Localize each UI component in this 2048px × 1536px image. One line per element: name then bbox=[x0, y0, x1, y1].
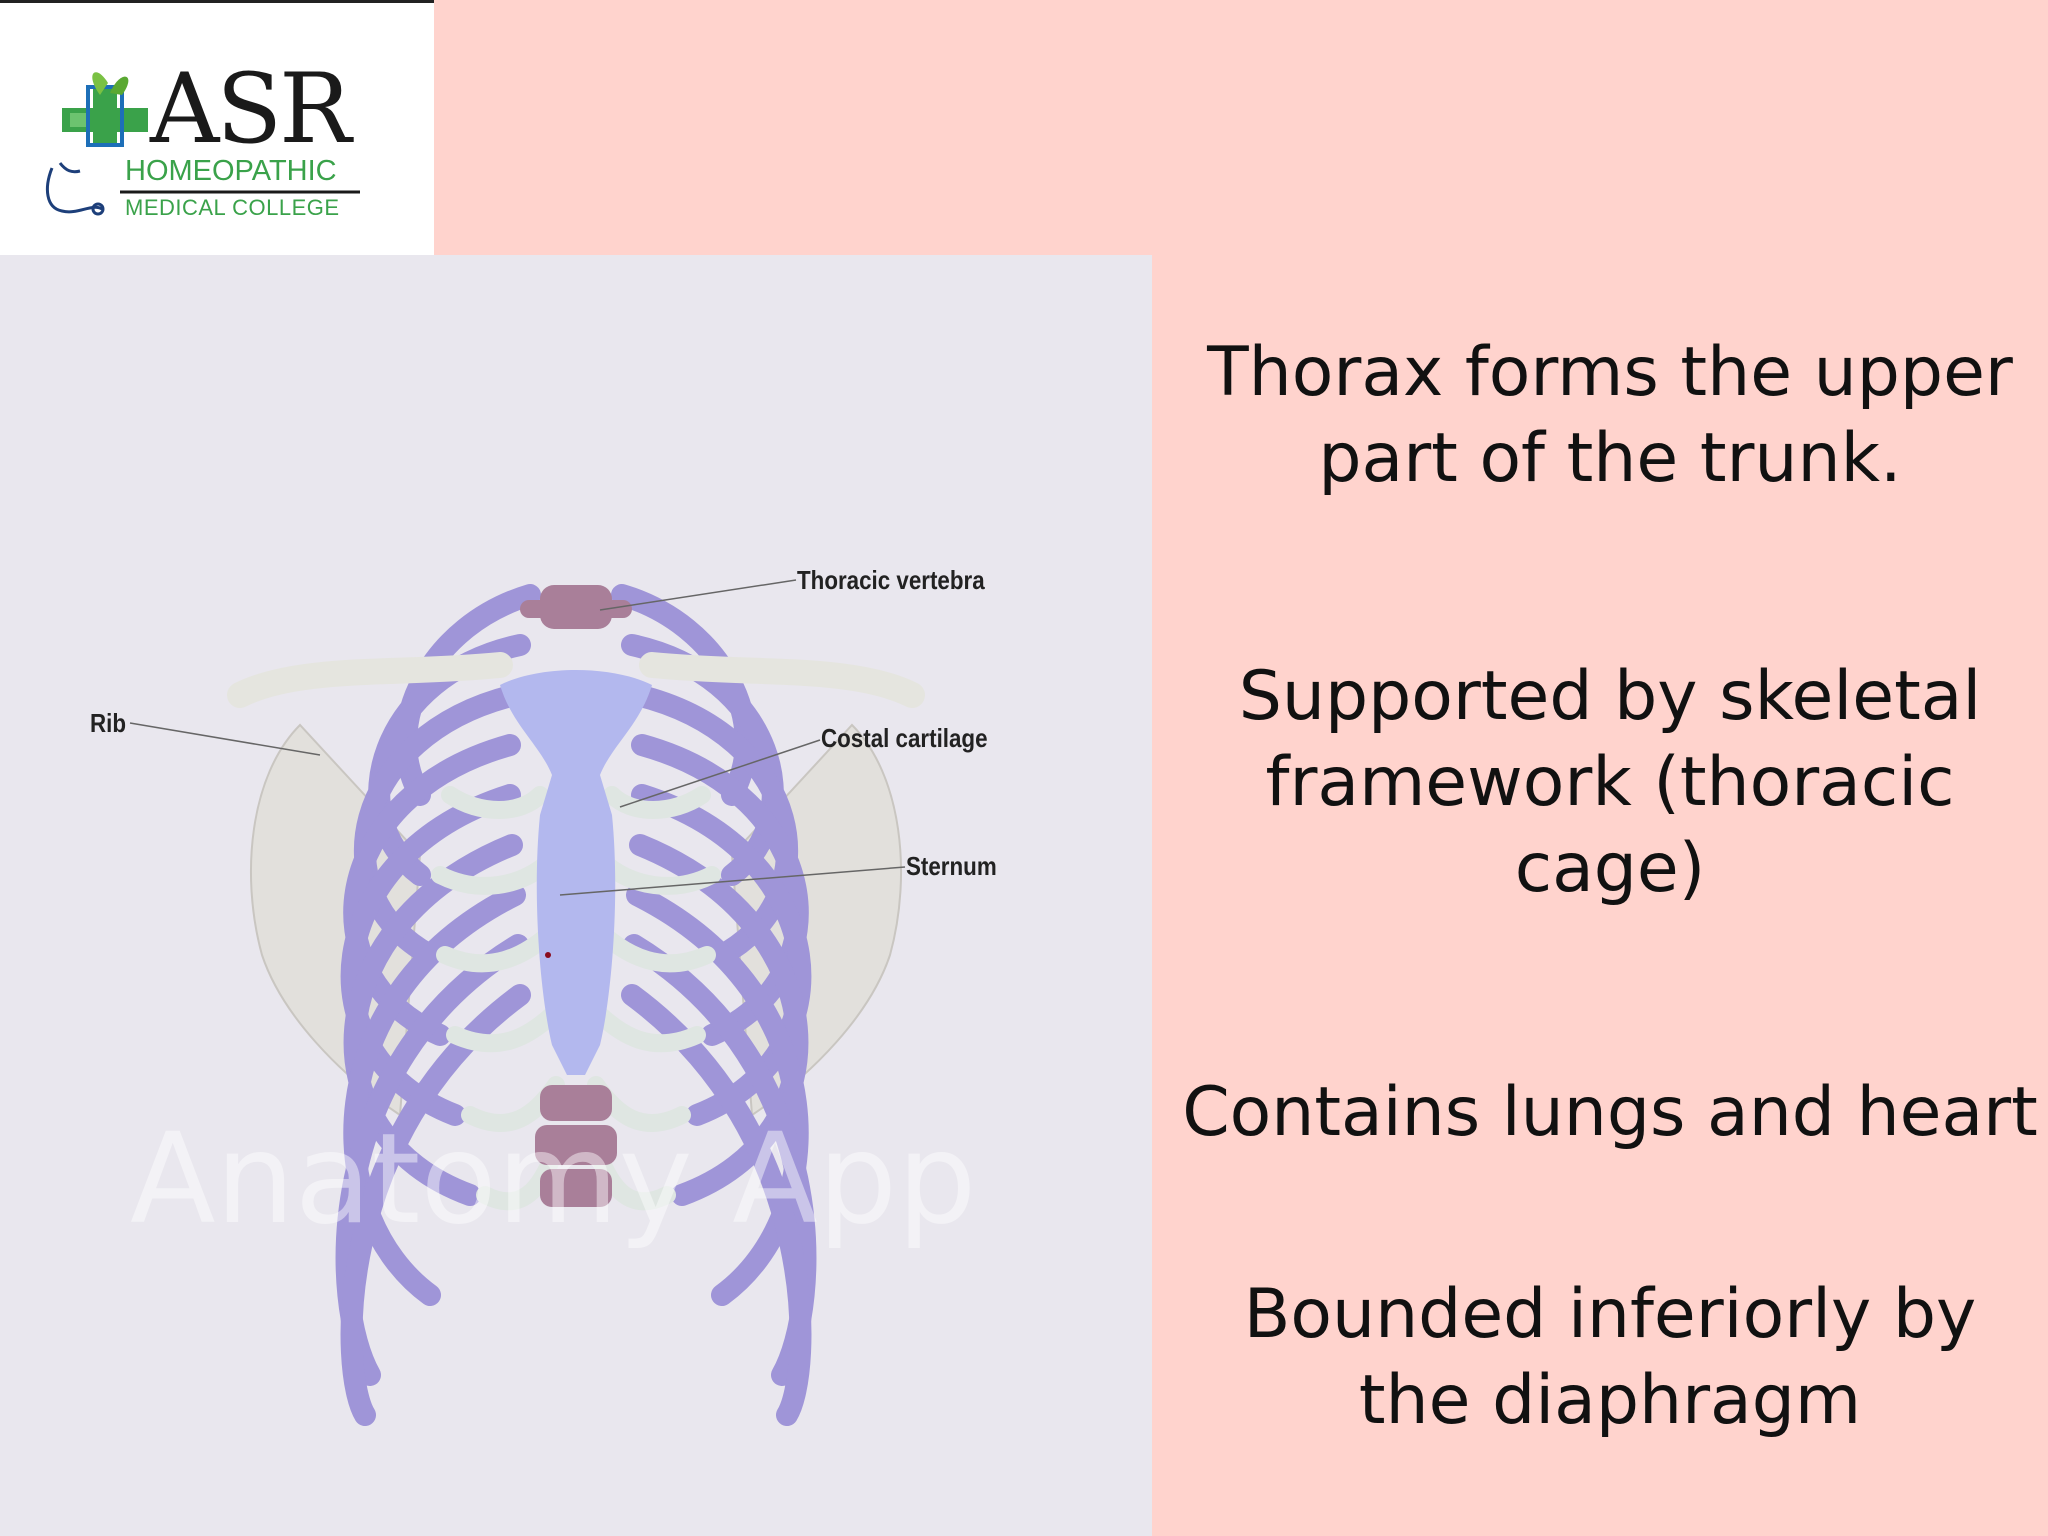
point-lungs-heart: Contains lungs and heart bbox=[1182, 1073, 2038, 1152]
college-logo: ASR HOMEOPATHIC MEDICAL COLLEGE bbox=[0, 0, 434, 255]
label-leader-lines bbox=[129, 579, 906, 896]
label-thoracic-vertebra: Thoracic vertebra bbox=[797, 565, 985, 595]
watermark: Anatomy App bbox=[130, 1107, 977, 1252]
label-costal-cartilage: Costal cartilage bbox=[821, 723, 988, 753]
thoracic-cage-figure: Thoracic vertebra Rib Costal cartilage S… bbox=[0, 255, 1152, 1536]
point-skeletal-framework: Supported by skeletal framework (thoraci… bbox=[1238, 657, 1982, 908]
logo-line-homeopathic: HOMEOPATHIC bbox=[125, 155, 337, 187]
label-sternum: Sternum bbox=[906, 851, 997, 881]
rib-cage-illustration bbox=[227, 584, 925, 1426]
logo-line-college: MEDICAL COLLEGE bbox=[125, 195, 340, 220]
label-rib: Rib bbox=[90, 708, 127, 738]
point-upper-trunk: Thorax forms the upper part of the trunk… bbox=[1207, 333, 2013, 498]
point-diaphragm: Bounded inferiorly by the diaphragm bbox=[1243, 1275, 1977, 1440]
logo-cross-icon bbox=[45, 72, 360, 216]
logo-name: ASR bbox=[150, 53, 351, 165]
